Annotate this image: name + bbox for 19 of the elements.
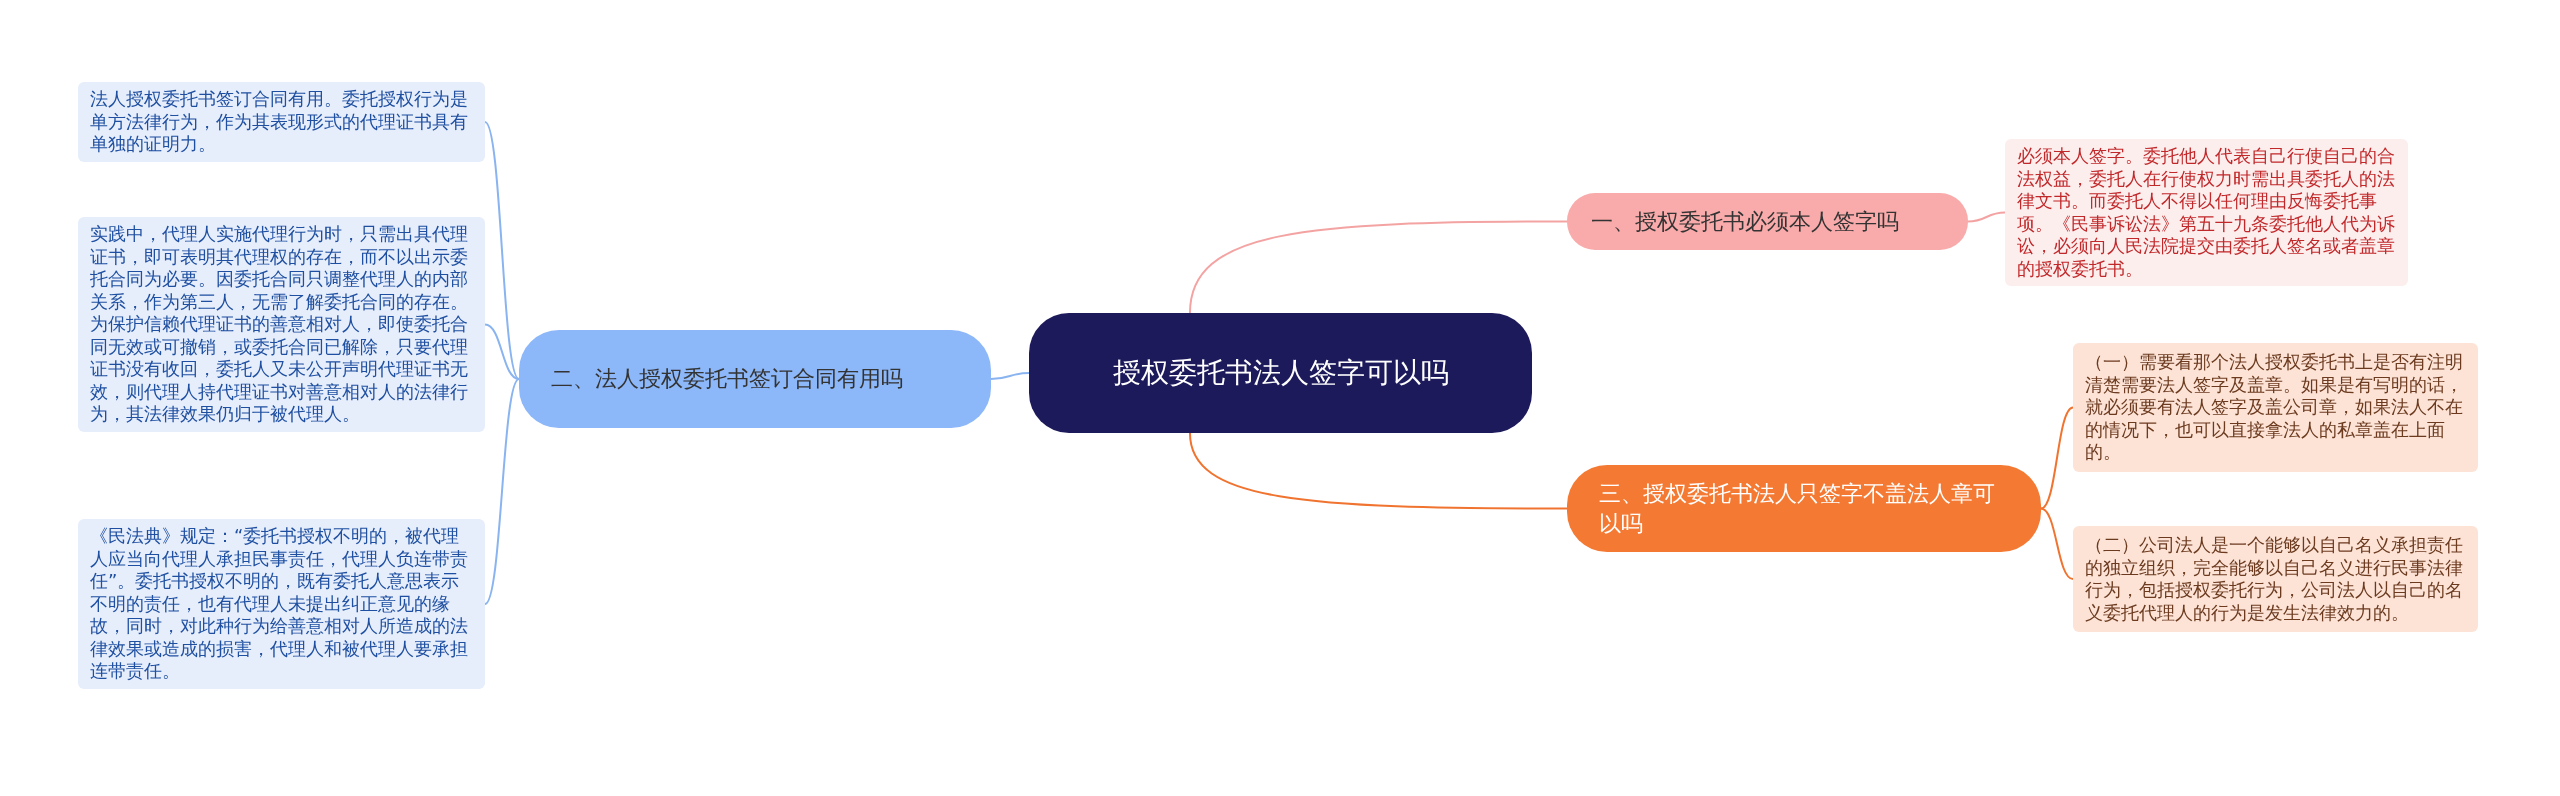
branch-topic: 二、法人授权委托书签订合同有用吗 bbox=[519, 330, 991, 428]
branch-topic: 一、授权委托书必须本人签字吗 bbox=[1567, 193, 1968, 250]
connector-line bbox=[2040, 406, 2074, 510]
connector-line bbox=[484, 121, 520, 380]
text-card: 实践中，代理人实施代理行为时，只需出具代理证书，即可表明其代理权的存在，而不以出示委托合同为必要。因委托合同只调整代理人的内部关系，作为第三人，无需了解委托合同的存在。为保护信赖代理证书的善意相对人，即使委托合同无效或可撤销，或委托合同已解除，只要代理证书没有收回，委托人又未公开声明代理证书无效，则代理人持代理证书对善意相对人的法律行为，其法律效果仍归于被代理人。 bbox=[78, 217, 485, 432]
connector-line bbox=[1967, 211, 2006, 223]
text-card: 《民法典》规定：“委托书授权不明的，被代理人应当向代理人承担民事责任，代理人负连带责任”。委托书授权不明的，既有委托人意思表示不明的责任，也有代理人未提出纠正意见的缘故，同时，对此种行为给善意相对人所造成的法律效果或造成的损害，代理人和被代理人要承担连带责任。 bbox=[78, 519, 485, 689]
connector-line bbox=[484, 323, 520, 380]
text-card: 必须本人签字。委托他人代表自己行使自己的合法权益，委托人在行使权力时需出具委托人的法律文书。而委托人不得以任何理由反悔委托事项。《民事诉讼法》第五十九条委托他人代为诉讼，必须向人民法院提交由委托人签名或者盖章的授权委托书。 bbox=[2005, 139, 2408, 286]
text-card: （一）需要看那个法人授权委托书上是否有注明清楚需要法人签字及盖章。如果是有写明的话，就必须要有法人签字及盖公司章，如果法人不在的情况下，也可以直接拿法人的私章盖在上面的。 bbox=[2073, 343, 2478, 472]
branch-topic: 三、授权委托书法人只签字不盖法人章可以吗 bbox=[1567, 465, 2041, 552]
connector-line bbox=[1188, 220, 1568, 314]
connector-line bbox=[2040, 507, 2074, 580]
connector-line bbox=[990, 372, 1030, 380]
connector-line bbox=[484, 378, 520, 605]
text-card: （二）公司法人是一个能够以自己名义承担责任的独立组织，完全能够以自己名义进行民事法律行为，包括授权委托行为，公司法人以自己的名义委托代理人的行为是发生法律效力的。 bbox=[2073, 526, 2478, 632]
connector-line bbox=[1188, 432, 1568, 510]
text-card: 法人授权委托书签订合同有用。委托授权行为是单方法律行为，作为其表现形式的代理证书具有单独的证明力。 bbox=[78, 82, 485, 162]
central-topic: 授权委托书法人签字可以吗 bbox=[1029, 313, 1532, 433]
